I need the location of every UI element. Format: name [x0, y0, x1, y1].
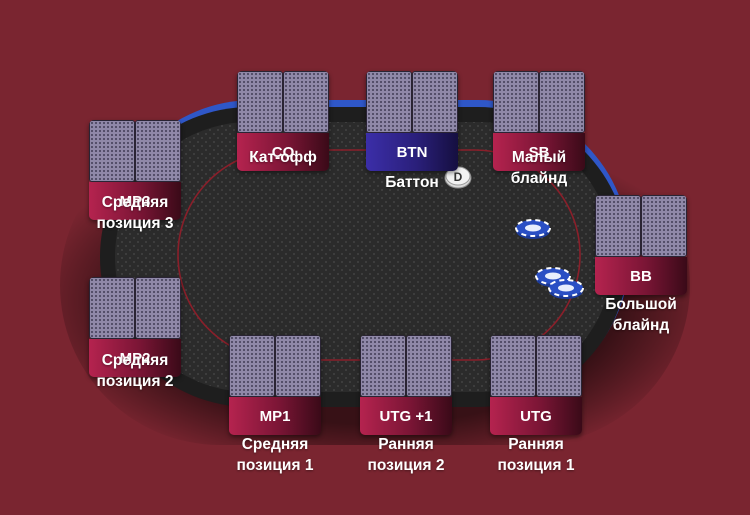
- card-back: [275, 335, 321, 397]
- seat-description: Большой блайнд: [571, 294, 711, 336]
- seat-description: Ранняя позиция 2: [336, 434, 476, 476]
- card-back: [89, 277, 135, 339]
- seat-position-label: BB: [595, 257, 687, 295]
- seat-position-label: UTG +1: [360, 397, 452, 435]
- seat-position-label: MP3: [89, 182, 181, 220]
- hole-cards: [237, 71, 329, 133]
- table-felt: [115, 122, 613, 392]
- card-back: [229, 335, 275, 397]
- seat-mp1: MP1: [229, 335, 321, 435]
- seat-description: Кат-офф: [213, 147, 353, 168]
- seat-description-line: блайнд: [612, 317, 670, 334]
- hole-cards: [360, 335, 452, 397]
- seat-description-line: Большой: [605, 296, 677, 313]
- seat-description: Средняя позиция 3: [65, 192, 205, 234]
- seat-description-line: Малый: [511, 149, 567, 166]
- card-back: [412, 71, 458, 133]
- seat-description-line: Средняя: [101, 194, 169, 211]
- seat-description: Баттон: [342, 172, 482, 193]
- card-back: [366, 71, 412, 133]
- card-back: [283, 71, 329, 133]
- seat-utg: UTG: [490, 335, 582, 435]
- seat-description-line: блайнд: [510, 170, 568, 187]
- seat-description-line: позиция 2: [96, 373, 174, 390]
- hole-cards: [89, 120, 181, 182]
- card-back: [135, 277, 181, 339]
- hole-cards: [366, 71, 458, 133]
- card-back: [539, 71, 585, 133]
- card-back: [490, 335, 536, 397]
- seat-sb: SB: [493, 71, 585, 171]
- seat-mp3: MP3: [89, 120, 181, 220]
- seat-description-line: Ранняя: [508, 436, 564, 453]
- seat-position-label: MP2: [89, 339, 181, 377]
- card-back: [406, 335, 452, 397]
- seat-description-line: Средняя: [101, 352, 169, 369]
- seat-description-line: Баттон: [385, 174, 439, 191]
- seat-description: Малый блайнд: [469, 147, 609, 189]
- card-back: [641, 195, 687, 257]
- seat-bb: BB: [595, 195, 687, 295]
- dealer-button: D: [444, 166, 472, 189]
- card-back: [89, 120, 135, 182]
- card-back: [135, 120, 181, 182]
- hole-cards: [229, 335, 321, 397]
- dealer-button-label: D: [454, 170, 463, 184]
- seat-description: Ранняя позиция 1: [466, 434, 606, 476]
- chip-stack-bb: [535, 267, 584, 299]
- hole-cards: [493, 71, 585, 133]
- card-back: [493, 71, 539, 133]
- card-back: [595, 195, 641, 257]
- chip-stack-sb: [515, 219, 551, 239]
- seat-description-line: Средняя: [241, 436, 309, 453]
- seat-description-line: Ранняя: [378, 436, 434, 453]
- seat-position-label: CO: [237, 133, 329, 171]
- seat-position-label: MP1: [229, 397, 321, 435]
- seat-description: Средняя позиция 2: [65, 350, 205, 392]
- seat-mp2: MP2: [89, 277, 181, 377]
- seat-position-label: SB: [493, 133, 585, 171]
- seat-position-label: UTG: [490, 397, 582, 435]
- seat-description: Средняя позиция 1: [205, 434, 345, 476]
- seat-position-label: BTN: [366, 133, 458, 171]
- hole-cards: [490, 335, 582, 397]
- card-back: [237, 71, 283, 133]
- hole-cards: [595, 195, 687, 257]
- card-back: [536, 335, 582, 397]
- card-back: [360, 335, 406, 397]
- seat-description-line: позиция 2: [367, 457, 445, 474]
- seat-description-line: позиция 1: [236, 457, 314, 474]
- seat-description-line: позиция 1: [497, 457, 575, 474]
- seat-description-line: Кат-офф: [249, 149, 317, 166]
- seat-description-line: позиция 3: [96, 215, 174, 232]
- seat-co: CO: [237, 71, 329, 171]
- seat-utg1: UTG +1: [360, 335, 452, 435]
- seat-btn: BTN: [366, 71, 458, 171]
- hole-cards: [89, 277, 181, 339]
